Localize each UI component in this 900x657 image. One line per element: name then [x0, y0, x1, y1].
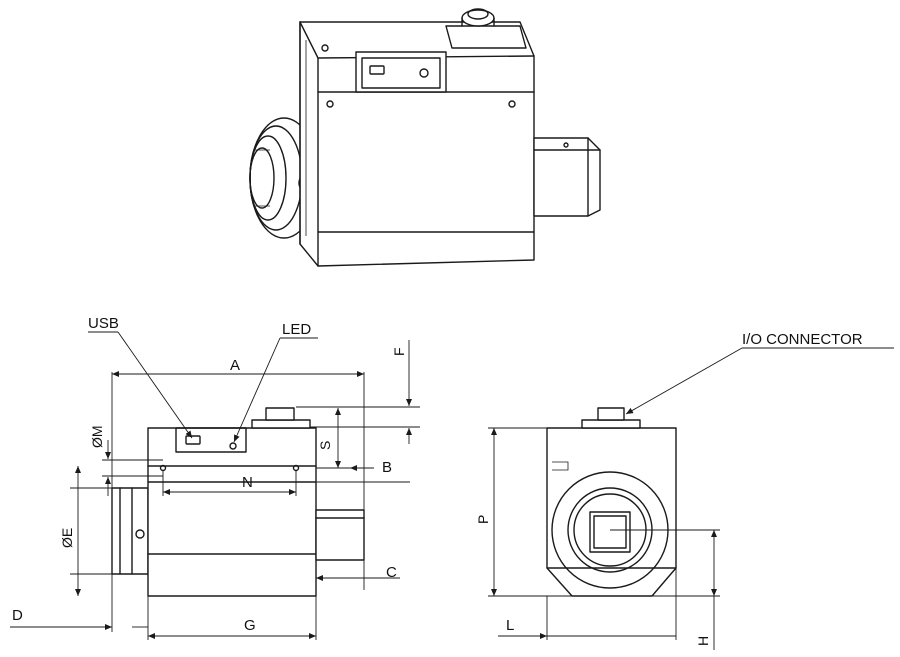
- end-connector-base: [581, 419, 641, 429]
- side-view: [111, 407, 365, 597]
- isometric-view: [249, 8, 601, 267]
- dim-s-label: S: [317, 441, 333, 450]
- dim-d-label: D: [12, 607, 23, 624]
- end-view: [546, 407, 677, 597]
- dim-e-label: ØE: [59, 528, 75, 548]
- dim-h-label: H: [695, 636, 711, 646]
- iso-square-drive: [533, 137, 601, 217]
- side-body: [147, 427, 317, 597]
- labels: USB LED I/O CONNECTOR A F S B ØM N ØE C …: [12, 315, 863, 646]
- dim-f-label: F: [391, 347, 407, 356]
- dim-c-label: C: [386, 564, 397, 581]
- side-usb-pocket: [175, 427, 247, 453]
- dimension-lines: [10, 331, 894, 650]
- dim-m-label: ØM: [89, 425, 105, 448]
- dim-g-label: G: [244, 617, 256, 634]
- io-connector-label: I/O CONNECTOR: [742, 331, 863, 348]
- dim-b-label: B: [382, 459, 392, 476]
- dim-p-label: P: [475, 515, 491, 524]
- dim-l-label: L: [506, 617, 514, 634]
- dim-a-label: A: [230, 357, 240, 374]
- side-connector: [265, 407, 295, 421]
- dim-n-label: N: [242, 474, 253, 491]
- iso-connector: [445, 8, 527, 49]
- usb-label: USB: [88, 315, 119, 332]
- led-label: LED: [282, 321, 311, 338]
- side-connector-base: [251, 419, 311, 429]
- end-connector: [597, 407, 625, 421]
- iso-usb-module: [355, 51, 447, 93]
